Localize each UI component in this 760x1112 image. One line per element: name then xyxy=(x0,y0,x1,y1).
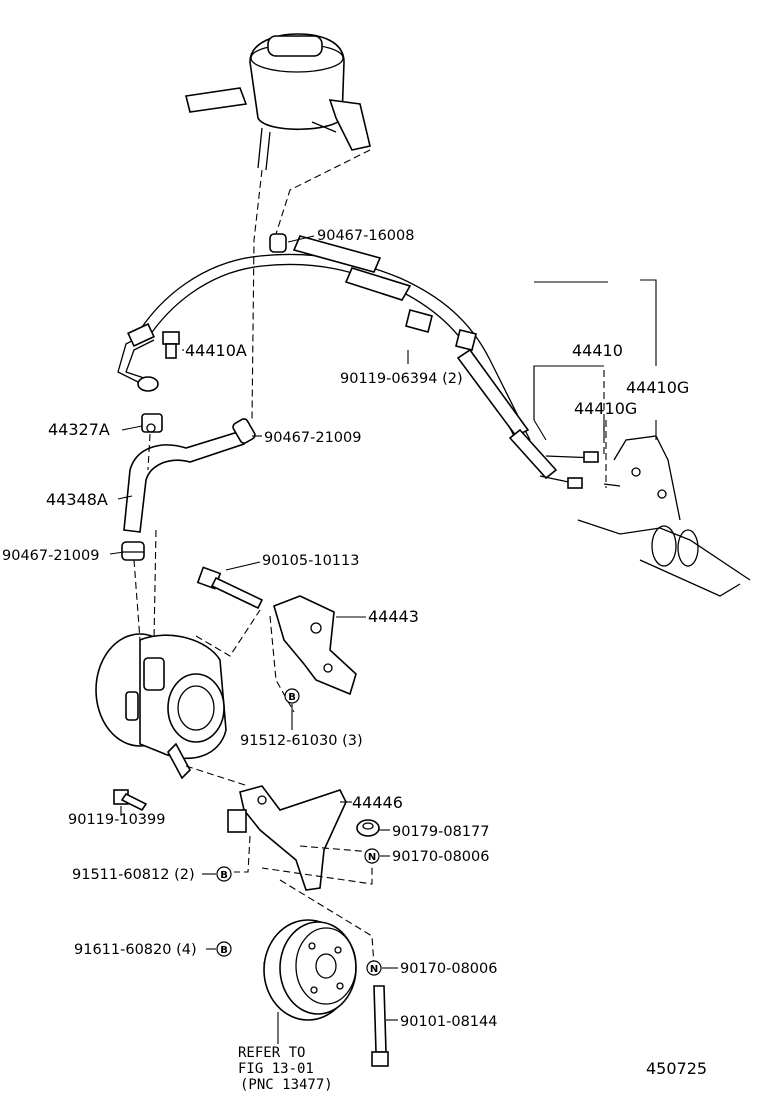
clamp-44327a xyxy=(141,413,163,433)
label-90170-08006-upper: 90170-08006 xyxy=(392,849,490,865)
label-90105-10113: 90105-10113 xyxy=(262,553,360,569)
note-line-3: (PNC 13477) xyxy=(240,1077,333,1093)
svg-text:B: B xyxy=(220,870,228,881)
return-hose-44348a xyxy=(123,233,287,533)
label-90119-10399: 90119-10399 xyxy=(68,812,166,828)
label-91512-61030: 91512-61030 (3) xyxy=(240,733,363,749)
dashed-lines xyxy=(133,149,607,967)
tube-44410a-assembly xyxy=(117,322,180,392)
badge-n-08006-lower: N xyxy=(366,960,382,976)
badge-b-60820: B xyxy=(216,941,232,957)
svg-text:N: N xyxy=(370,964,378,975)
bolt-10399 xyxy=(113,789,148,812)
svg-text:N: N xyxy=(368,852,376,863)
clamp-lower xyxy=(121,541,145,561)
note-line-1: REFER TO xyxy=(238,1045,305,1061)
svg-text:B: B xyxy=(288,692,296,703)
label-44410g-right: 44410G xyxy=(626,378,689,397)
label-44443: 44443 xyxy=(368,607,419,626)
label-44348a: 44348A xyxy=(46,490,108,509)
label-44410g-left: 44410G xyxy=(574,399,637,418)
badge-b-60812: B xyxy=(216,866,232,882)
bolt-10113 xyxy=(196,566,264,610)
label-90119-06394: 90119-06394 (2) xyxy=(340,371,463,387)
bracket-44443 xyxy=(273,595,357,696)
label-44327a: 44327A xyxy=(48,420,110,439)
pump-body xyxy=(95,633,227,780)
label-91511-60812: 91511-60812 (2) xyxy=(72,867,195,883)
label-44410a: 44410A xyxy=(185,341,247,360)
svg-text:B: B xyxy=(220,945,228,956)
label-90170-08006-lower: 90170-08006 xyxy=(400,961,498,977)
label-90467-21009-lower: 90467-21009 xyxy=(2,548,100,564)
note-line-2: FIG 13-01 xyxy=(238,1061,314,1077)
label-90467-16008: 90467-16008 xyxy=(317,228,415,244)
badge-b-61030: B xyxy=(284,688,300,704)
badge-n-08006-upper: N xyxy=(364,848,380,864)
bracket-44446 xyxy=(227,785,347,891)
label-90101-08144: 90101-08144 xyxy=(400,1014,498,1030)
pulley xyxy=(263,919,357,1021)
diagram-number: 450725 xyxy=(646,1059,707,1078)
nut-08177 xyxy=(356,819,380,837)
label-90467-21009-upper: 90467-21009 xyxy=(264,430,362,446)
leader-lines xyxy=(109,235,657,1044)
label-44446: 44446 xyxy=(352,793,403,812)
reservoir-tank xyxy=(185,33,371,171)
bolt-08144 xyxy=(371,985,389,1067)
pressure-hose xyxy=(139,235,599,489)
label-91611-60820: 91611-60820 (4) xyxy=(74,942,197,958)
label-44410: 44410 xyxy=(572,341,623,360)
steering-gear xyxy=(577,435,751,597)
label-90179-08177: 90179-08177 xyxy=(392,824,490,840)
reference-note: REFER TO FIG 13-01 (PNC 13477) xyxy=(238,1045,333,1093)
